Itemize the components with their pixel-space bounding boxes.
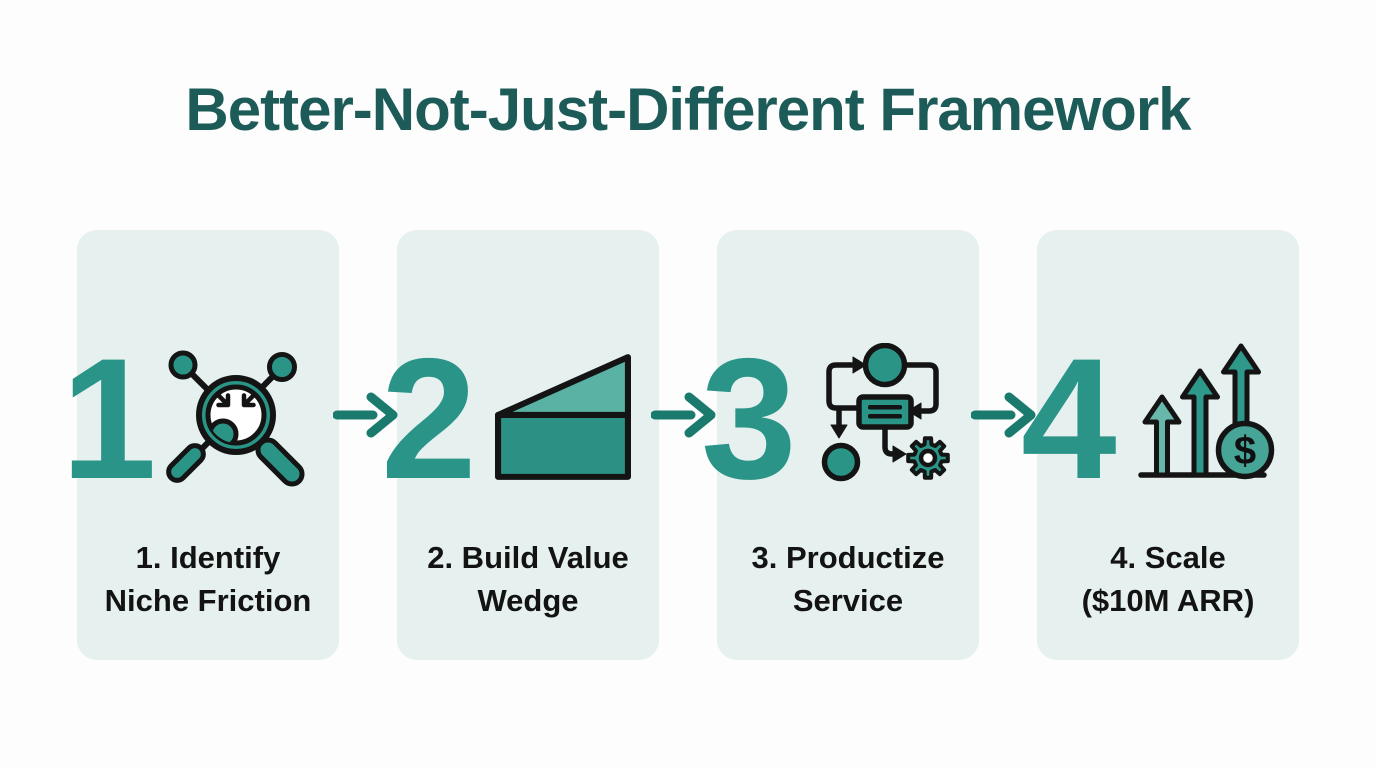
arrow-right-icon — [332, 392, 398, 438]
value-wedge-icon — [495, 354, 631, 480]
step-card-2: 2 2. Build Value Wedge — [381, 230, 659, 660]
page-title: Better-Not-Just-Different Framework — [185, 76, 1191, 143]
step-card-4: 4 $ 4. Scale ($10M ARR) — [1021, 230, 1299, 660]
step-number-1: 1 — [61, 323, 157, 515]
arrow-right-icon — [970, 392, 1036, 438]
step-card-1: 1 — [61, 230, 339, 660]
step-label-line1: 4. Scale — [1110, 540, 1226, 575]
step-label-4: 4. Scale ($10M ARR) — [1037, 536, 1299, 622]
step-number-4: 4 — [1021, 323, 1117, 515]
step-label-1: 1. Identify Niche Friction — [77, 536, 339, 622]
steps-row: 1 — [61, 230, 1299, 660]
connector-arrow-1 — [332, 390, 399, 440]
workflow-gear-icon — [815, 342, 965, 493]
step-card-3: 3 — [701, 230, 979, 660]
step-label-line2: ($10M ARR) — [1081, 583, 1255, 618]
step-label-line1: 1. Identify — [135, 540, 281, 575]
magnifier-converging-arrows-icon — [159, 344, 309, 494]
connector-arrow-3 — [970, 390, 1037, 440]
step-label-line2: Wedge — [477, 583, 579, 618]
growth-arrows-dollar-icon: $ — [1137, 338, 1287, 488]
arrow-right-icon — [650, 392, 716, 438]
svg-text:$: $ — [1234, 429, 1256, 473]
step-number-3: 3 — [701, 323, 797, 515]
step-label-line1: 3. Productize — [751, 540, 945, 575]
connector-arrow-2 — [650, 390, 717, 440]
step-label-3: 3. Productize Service — [717, 536, 979, 622]
step-number-2: 2 — [381, 323, 477, 515]
step-label-2: 2. Build Value Wedge — [397, 536, 659, 622]
step-label-line1: 2. Build Value — [427, 540, 629, 575]
step-label-line2: Service — [792, 583, 904, 618]
step-label-line2: Niche Friction — [104, 583, 312, 618]
